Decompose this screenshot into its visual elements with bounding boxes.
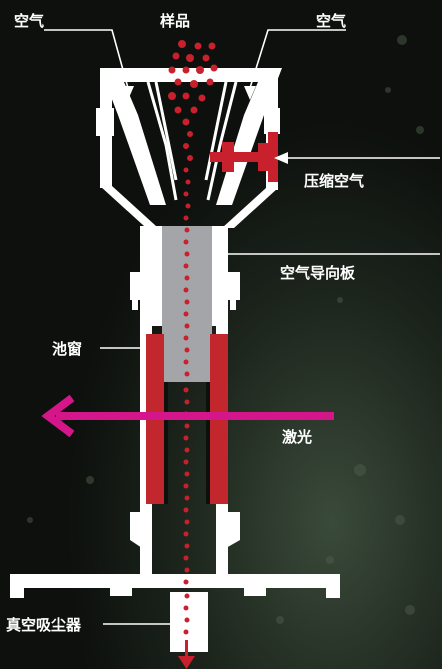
label-compressed-air: 压缩空气 (304, 172, 365, 190)
leader-lines (44, 29, 440, 625)
label-vacuum-cleaner: 真空吸尘器 (6, 616, 82, 634)
label-laser: 激光 (282, 428, 313, 446)
leader-arrowheads (122, 86, 288, 164)
base-flange (10, 574, 340, 598)
label-air-guide-plate: 空气导向板 (280, 264, 356, 282)
cell-window-divider-left (164, 382, 168, 504)
label-sample: 样品 (160, 12, 191, 30)
cell-window-divider-right (206, 382, 210, 504)
label-air-right: 空气 (316, 12, 347, 30)
laser-beam-arrow (41, 394, 334, 438)
label-cell-window: 池窗 (52, 340, 83, 358)
label-air-left: 空气 (14, 12, 45, 30)
nozzle-cone (146, 81, 238, 201)
vacuum-outlet (170, 592, 208, 652)
compressed-air-inlet (210, 132, 278, 182)
exit-arrow (178, 640, 195, 669)
